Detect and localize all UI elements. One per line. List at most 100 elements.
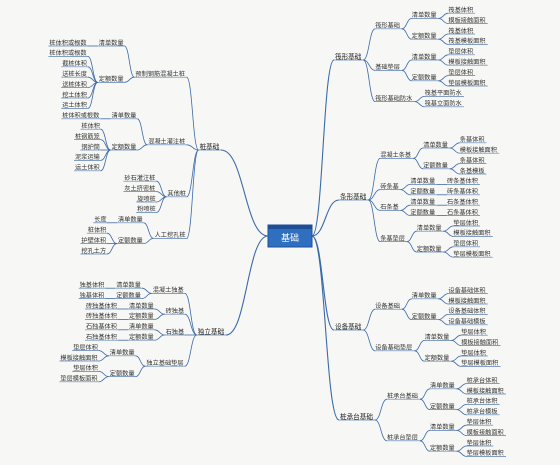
connector-line: [413, 147, 424, 159]
node-nrlqhl3hdmnr4hbfi82: 设备基础垫层: [375, 344, 412, 352]
connector-line: [362, 59, 376, 102]
leaf-nkmhfo3o33: 桩体积: [81, 122, 100, 130]
leaf-nmp8hdmfo3o33: 独基体积: [80, 291, 105, 299]
node-ni3eu59k1cssv: 定额数量: [110, 369, 135, 377]
leaf-nnpykf5hdmfo3o33: 砖条基体积: [447, 177, 478, 185]
connector-line: [98, 371, 109, 377]
branch-nrlqhl3hdmnr4: 设备基础: [335, 322, 362, 331]
connector-line: [456, 404, 467, 410]
leaf-nkypkfzjolr8mtwio33: 模板接触面积: [453, 229, 490, 237]
node-nlpzg65h7jm6kligkmh: 混凝土灌注桩: [148, 138, 185, 146]
leaf-ntj3ip2: 长度: [94, 216, 106, 224]
leaf-nlidll2seoscz: 泥浆运输: [75, 153, 101, 161]
connector-line: [451, 340, 462, 346]
leaf-nseoh7jfo3o33: 运土体积: [75, 164, 100, 172]
connector-line: [367, 158, 381, 201]
connector-line: [414, 96, 425, 102]
leaf-nrlqhl3hdmnr4fo3o33: 设备基础体积: [448, 286, 485, 294]
connector-line: [438, 33, 449, 40]
leaf-nkmhfo3o33jdikl5k1c: 桩体积或根数: [62, 112, 100, 120]
connector-line: [98, 376, 109, 383]
leaf-nocvhdmkypkfztwio33: 筏基模板面积: [448, 37, 485, 45]
node-nnozmp8hdm: 石独基: [166, 328, 185, 336]
center-node-label: 基础: [281, 232, 299, 244]
connector-line: [438, 54, 449, 61]
node-nkf5hdmhbfi82: 条基垫层: [380, 234, 405, 242]
node-ni3eu59k1cssv: 定额数量: [412, 32, 437, 40]
connector-line: [186, 76, 199, 151]
node-ni3eu59k1cssv: 定额数量: [412, 312, 437, 320]
connector-line: [141, 293, 152, 299]
node-nlqdgglk1cssv: 清单数量: [410, 177, 435, 185]
connector-line: [374, 419, 388, 442]
node-ni3eu59k1cssv: 定额数量: [410, 208, 435, 216]
node-nlqdgglk1cssv: 清单数量: [412, 292, 437, 300]
node-nlqdgglk1cssv: 清单数量: [129, 323, 154, 331]
connector-line: [401, 18, 412, 30]
leaf-nnpenozm6kligkmh: 砂石灌注桩: [124, 174, 155, 182]
leaf-nkypkfzjolr8mtwio33: 模板接触面积: [467, 428, 504, 436]
leaf-nkf5hdmkypkfz: 条基模板: [460, 167, 485, 175]
node-ni3eu59k1cssv: 定额数量: [423, 162, 448, 170]
leaf-nocvhdmo97twito2ldg: 筏基立面防水: [425, 100, 463, 108]
connector-line: [449, 142, 460, 149]
leaf-njhghj5fo3o33: 护壁体积: [81, 236, 106, 244]
connector-line: [400, 204, 411, 211]
connector-line: [438, 319, 449, 326]
connector-line: [456, 383, 467, 390]
leaf-nkmhfo3o33jdikl5k1c: 桩体积或根数: [49, 39, 87, 47]
connector-line: [401, 28, 412, 40]
connector-line: [449, 168, 460, 175]
leaf-nollgxjkmh: 粉喷桩: [137, 205, 156, 213]
leaf-nhbfi82kypkfztwio33: 垫层模板面积: [60, 375, 97, 383]
labels: 筏形基础筏形基础清单数量筏基体积模板接触面积定额数量筏基体积筏基模板面积基础垫层…: [49, 6, 503, 457]
connector-line: [143, 238, 154, 244]
connector-line: [400, 189, 411, 196]
connector-line: [100, 128, 111, 151]
branch-nmp8o97hdmnr4: 独立基础: [198, 327, 225, 336]
connector-line: [456, 424, 467, 431]
connector-line: [143, 222, 154, 239]
leaf-nhbfi82kypkfztwio33: 垫层模板面积: [461, 359, 498, 367]
leaf-nhbfi82fo3o33: 垫层体积: [461, 328, 486, 336]
node-nlqdgglk1cssv: 清单数量: [112, 112, 137, 120]
connector-line: [406, 230, 417, 242]
connector-line: [135, 355, 146, 367]
node-ni3eu59k1cssv: 定额数量: [129, 333, 154, 341]
leaf-nkmhjgfgkwfo3o33: 桩承台体积: [467, 397, 498, 405]
leaf-nk3vgxjkmh: 旋喷桩: [137, 195, 156, 203]
connector-line: [87, 56, 99, 83]
connector-line: [414, 340, 425, 352]
connector-line: [368, 189, 381, 201]
leaf-nhbfi82fo3o33: 垫层体积: [73, 364, 98, 372]
connector-line: [456, 450, 467, 457]
connector-line: [438, 298, 449, 305]
node-ni3eu59k1cssv: 定额数量: [430, 444, 455, 452]
connector-line: [186, 149, 199, 239]
leaf-nkypkfzjolr8mtwio33: 模板接触面积: [448, 297, 485, 305]
connector-line: [449, 163, 460, 170]
node-nlqdgglk1cssv: 清单数量: [417, 224, 442, 232]
connector-line: [443, 251, 454, 258]
connector-line: [438, 314, 449, 320]
node-nkmhjgfgkwhbfi82: 桩承台垫层: [387, 434, 418, 442]
connector-line: [451, 334, 462, 341]
node-ni3eu59k1cssv: 定额数量: [99, 75, 124, 83]
connector-line: [363, 329, 376, 352]
center-node: 基础: [267, 224, 313, 248]
leaf-nhbfi82kypkfztwio33: 垫层模板面积: [467, 449, 504, 457]
connector-line: [400, 210, 411, 216]
connector-line: [438, 59, 449, 66]
leaf-nhbfi82fo3o33: 垫层体积: [453, 219, 478, 227]
leaf-njkmh7jfo3o33: 挖土体积: [62, 91, 87, 99]
connector-line: [311, 235, 335, 331]
node-nocviuahdmnr4to2ldg: 筏形基础防水: [375, 94, 413, 102]
node-nnpykf5hdm: 砖条基: [380, 182, 399, 190]
leaf-nocvhdminntwito2ldg: 筏基平面防水: [425, 89, 463, 97]
connector-line: [141, 287, 152, 294]
leaf-nocvhdmfo3o33: 筏基体积: [448, 6, 473, 14]
connector-line: [438, 12, 449, 19]
node-nlqdgglk1cssv: 清单数量: [412, 11, 437, 19]
connector-line: [419, 398, 431, 410]
leaf-nocvhdmfo3o33: 筏基体积: [448, 27, 473, 35]
